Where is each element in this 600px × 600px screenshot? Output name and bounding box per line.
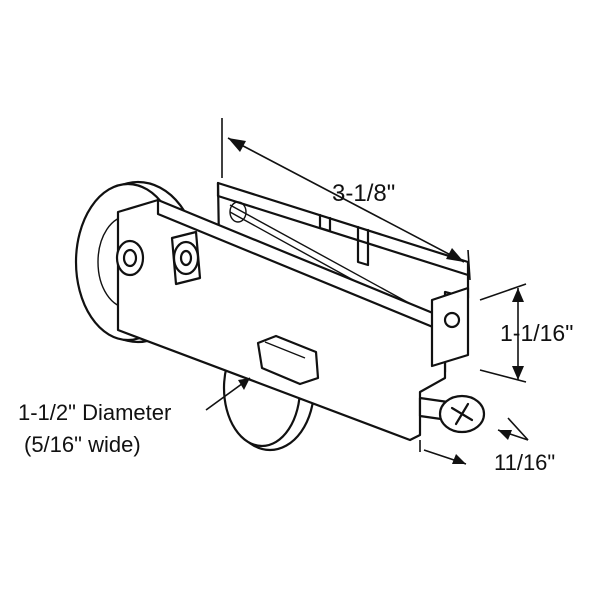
length-label: 3-1/8"	[332, 180, 396, 207]
wheel-width-label: (5/16" wide)	[24, 432, 141, 457]
width-label: 11/16"	[494, 450, 556, 475]
height-label: 1-1/16"	[500, 320, 574, 346]
dimension-height	[479, 283, 527, 383]
wheel-diameter-label: 1-1/2" Diameter	[18, 400, 172, 425]
wheel-leader	[205, 377, 251, 411]
adjustment-screw	[418, 394, 486, 434]
housing-front-plate	[116, 198, 470, 442]
axle-bolts	[115, 230, 202, 286]
dimension-width	[419, 417, 529, 465]
dimension-length	[221, 118, 471, 281]
